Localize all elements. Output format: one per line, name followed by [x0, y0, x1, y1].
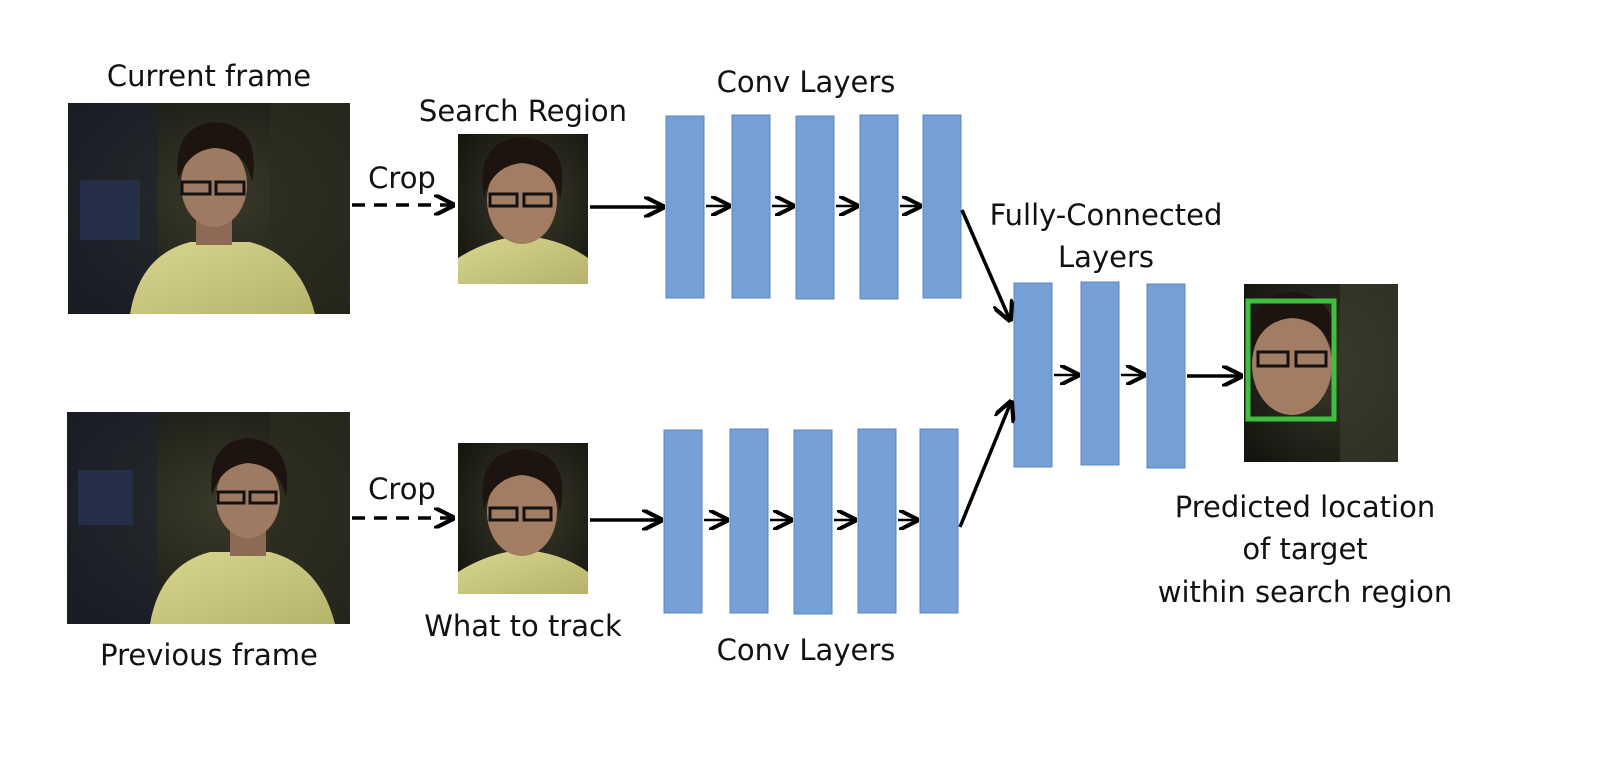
conv-top-to-fc-arrow	[960, 209, 1010, 320]
prediction-label-line2: of target	[1242, 532, 1367, 566]
fc-layers-label-line2: Layers	[1058, 240, 1154, 274]
conv-layer-bottom-5	[919, 428, 959, 614]
conv-layer-top-2	[731, 114, 771, 299]
conv-layer-bottom-1	[663, 429, 703, 614]
conv-layer-top-4	[859, 114, 899, 300]
conv-layer-top-1	[665, 115, 705, 299]
current-frame-label: Current frame	[107, 59, 311, 93]
prediction-label-line1: Predicted location	[1175, 490, 1435, 524]
conv-layer-top-5	[922, 114, 962, 299]
predicted-bounding-box	[1245, 298, 1337, 422]
crop-label-bottom: Crop	[368, 472, 436, 506]
current-frame-photo	[68, 103, 350, 314]
fc-layer-3	[1146, 283, 1186, 469]
search-region-label: Search Region	[419, 94, 627, 128]
conv-layer-top-3	[795, 115, 835, 300]
conv-layer-bottom-2	[729, 428, 769, 614]
what-to-track-label: What to track	[424, 609, 622, 643]
fc-layer-2	[1080, 281, 1120, 466]
previous-frame-label: Previous frame	[100, 638, 318, 672]
what-to-track-photo	[458, 443, 588, 594]
conv-layers-label-top: Conv Layers	[717, 65, 896, 99]
conv-layers-label-bottom: Conv Layers	[717, 633, 896, 667]
conv-layer-bottom-4	[857, 428, 897, 614]
crop-label-top: Crop	[368, 161, 436, 195]
prediction-label-line3: within search region	[1158, 575, 1452, 609]
fc-layer-1	[1013, 282, 1053, 468]
fc-layers-label-line1: Fully-Connected	[990, 198, 1223, 232]
conv-layer-bottom-3	[793, 429, 833, 615]
conv-bottom-to-fc-arrow	[958, 402, 1011, 528]
predicted-location-photo	[1244, 284, 1398, 462]
previous-frame-photo	[67, 412, 350, 624]
search-region-photo	[458, 134, 588, 284]
